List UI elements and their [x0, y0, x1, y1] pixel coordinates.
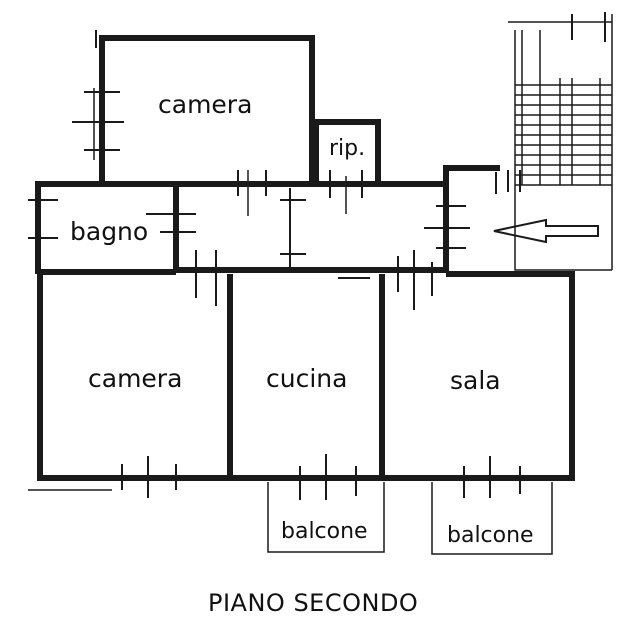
- balcony-left: [267, 482, 385, 553]
- label-bagno: bagno: [70, 217, 148, 246]
- label-ripostiglio: rip.: [329, 136, 365, 161]
- window-marks: [28, 454, 521, 500]
- label-camera-left: camera: [88, 364, 182, 393]
- label-sala: sala: [450, 366, 501, 395]
- room-sala: [379, 271, 575, 481]
- room-ripostiglio: [313, 119, 381, 184]
- label-cucina: cucina: [266, 364, 347, 393]
- plan-caption: PIANO SECONDO: [208, 589, 418, 617]
- room-camera-top: [72, 30, 315, 184]
- balcony-right: [431, 482, 553, 555]
- corridor: [28, 165, 500, 274]
- label-camera-top: camera: [158, 90, 252, 119]
- staircase-icon: [507, 12, 613, 271]
- entrance-arrow-icon: [493, 218, 599, 244]
- label-balcone-left: balcone: [281, 519, 368, 544]
- corridor-lower-wall: [38, 250, 446, 310]
- label-balcone-right: balcone: [447, 523, 534, 548]
